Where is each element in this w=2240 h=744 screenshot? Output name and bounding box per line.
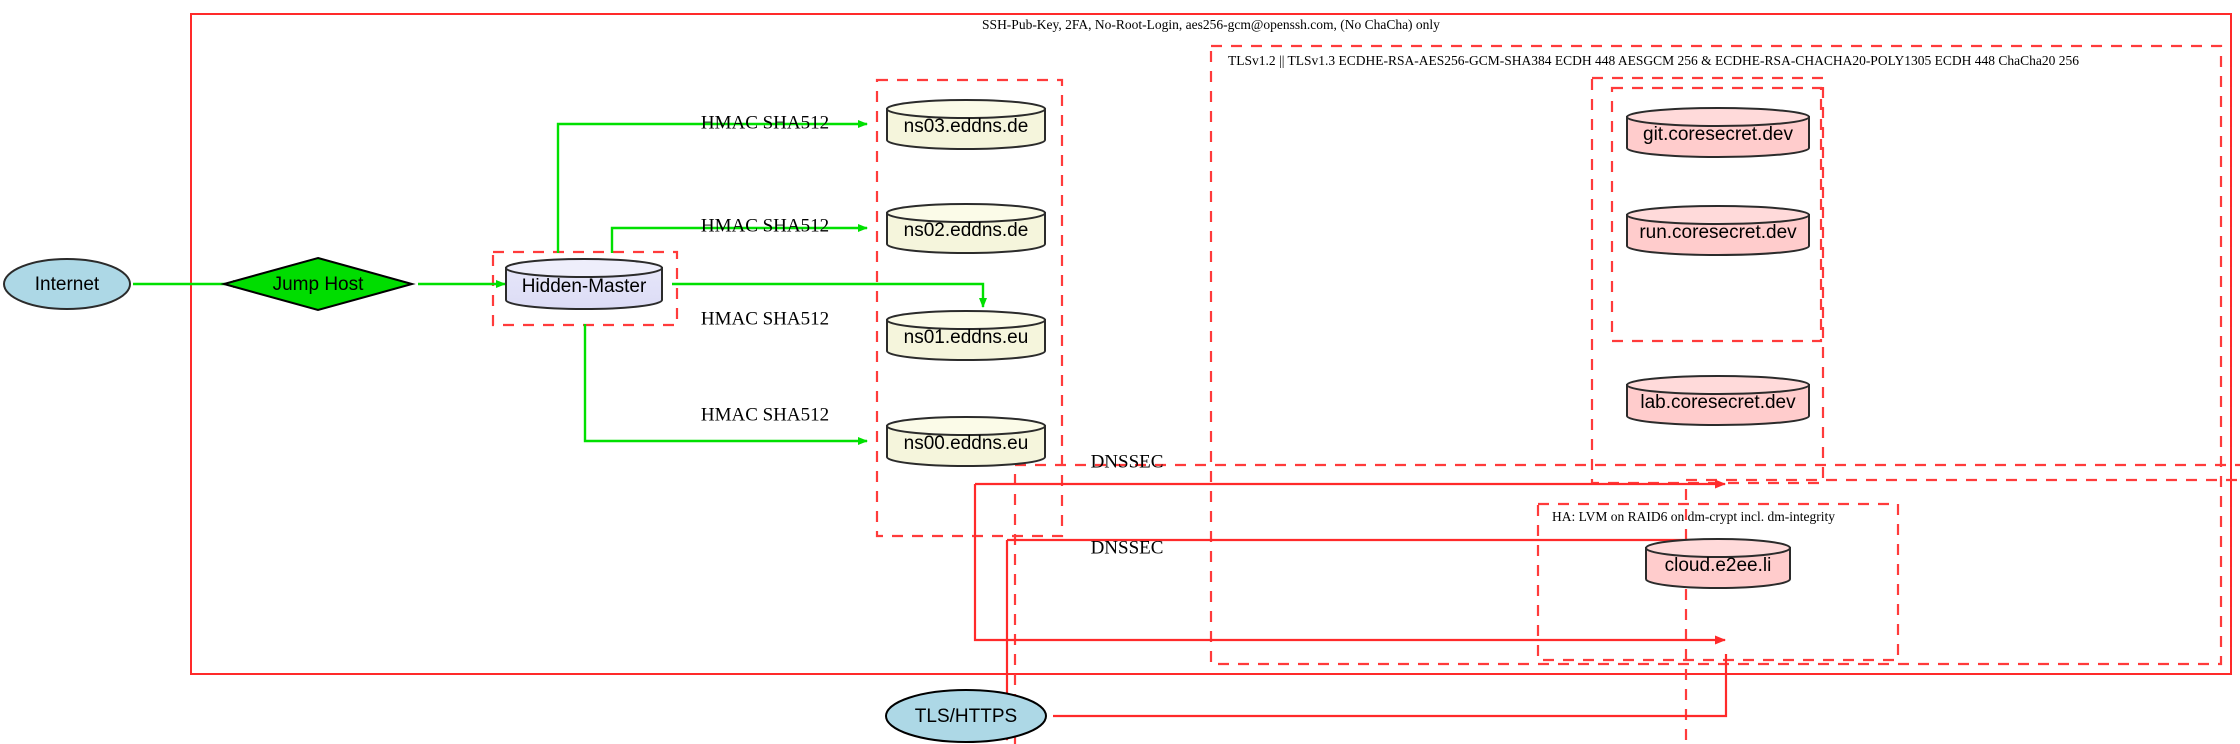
edge-dnssec-upper-left <box>973 484 1726 645</box>
node-tls-https-label: TLS/HTTPS <box>915 706 1017 727</box>
node-ns02[interactable]: ns02.eddns.de <box>886 203 1046 254</box>
edge-label-hmac-ns03: HMAC SHA512 <box>701 112 829 133</box>
node-run-label: run.coresecret.dev <box>1639 222 1797 243</box>
edge-label-hmac-ns01: HMAC SHA512 <box>701 308 829 329</box>
edge-hiddenmaster-to-ns03 <box>556 120 868 253</box>
node-hidden-master[interactable]: Hidden-Master <box>505 258 663 310</box>
edge-label-dnssec-2: DNSSEC <box>1091 537 1164 558</box>
tls-cluster-frame <box>1209 44 2223 666</box>
node-ns00[interactable]: ns00.eddns.eu <box>886 416 1046 467</box>
node-lab-coresecret[interactable]: lab.coresecret.dev <box>1626 375 1810 426</box>
node-internet[interactable]: Internet <box>3 258 131 310</box>
node-cloud-label: cloud.e2ee.li <box>1665 555 1772 576</box>
node-hidden-master-label: Hidden-Master <box>522 276 647 297</box>
tls-cluster-label: TLSv1.2 || TLSv1.3 ECDHE-RSA-AES256-GCM-… <box>1228 53 2079 68</box>
node-ns01[interactable]: ns01.eddns.eu <box>886 310 1046 361</box>
edge-hiddenmaster-to-ns01 <box>672 282 987 308</box>
ha-cluster-label: HA: LVM on RAID6 on dm-crypt incl. dm-in… <box>1552 509 1835 524</box>
node-internet-label: Internet <box>35 274 100 295</box>
node-ns02-label: ns02.eddns.de <box>904 220 1029 241</box>
node-lab-label: lab.coresecret.dev <box>1640 392 1796 413</box>
node-ns00-label: ns00.eddns.eu <box>904 433 1029 454</box>
node-ns01-label: ns01.eddns.eu <box>904 327 1029 348</box>
edge-hiddenmaster-to-ns02 <box>610 224 868 253</box>
dnssec-cluster-frame <box>1013 463 2240 744</box>
edge-hiddenmaster-to-ns00 <box>583 324 868 445</box>
node-cloud-e2ee[interactable]: cloud.e2ee.li <box>1645 538 1791 589</box>
coresecret-inner-frame <box>1610 86 1823 343</box>
edge-tlshttps-outer <box>1053 654 1728 718</box>
node-ns03[interactable]: ns03.eddns.de <box>886 99 1046 150</box>
outer-ssh-frame <box>190 13 2232 675</box>
ha-cluster-frame <box>1536 502 1900 662</box>
ssh-cluster-label: SSH-Pub-Key, 2FA, No-Root-Login, aes256-… <box>982 17 1440 32</box>
node-jump-host[interactable]: Jump Host <box>220 256 416 312</box>
node-git-coresecret[interactable]: git.coresecret.dev <box>1626 107 1810 158</box>
node-git-label: git.coresecret.dev <box>1643 124 1793 145</box>
node-run-coresecret[interactable]: run.coresecret.dev <box>1626 205 1810 256</box>
node-ns03-label: ns03.eddns.de <box>904 116 1029 137</box>
node-jump-host-label: Jump Host <box>273 274 365 295</box>
edge-label-dnssec-1: DNSSEC <box>1091 451 1164 472</box>
dnssec-inner-frame <box>1684 478 2240 744</box>
edge-label-hmac-ns00: HMAC SHA512 <box>701 404 829 425</box>
node-tls-https[interactable]: TLS/HTTPS <box>885 689 1047 743</box>
edge-label-hmac-ns02: HMAC SHA512 <box>701 215 829 236</box>
coresecret-cluster-frame <box>1590 76 1825 485</box>
